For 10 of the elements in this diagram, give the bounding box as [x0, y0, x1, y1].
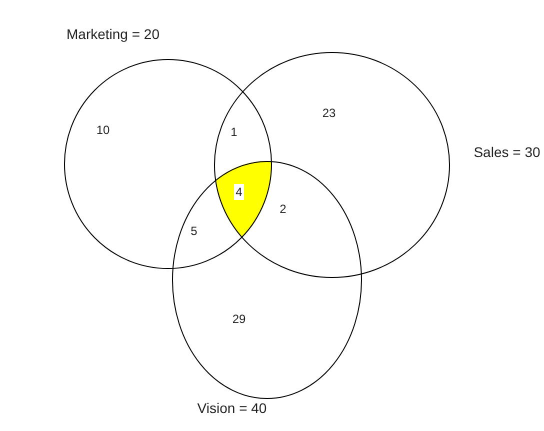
region-count: 29 — [232, 312, 246, 326]
set-label: Marketing = 20 — [66, 26, 160, 42]
set-label: Sales = 30 — [474, 144, 540, 160]
set-label: Vision = 40 — [197, 400, 267, 416]
region-count: 5 — [190, 224, 198, 238]
region-count: 10 — [96, 123, 110, 137]
region-count: 4 — [234, 184, 244, 200]
region-count: 1 — [230, 125, 238, 139]
region-count: 2 — [280, 202, 286, 216]
region-count: 23 — [322, 106, 336, 120]
